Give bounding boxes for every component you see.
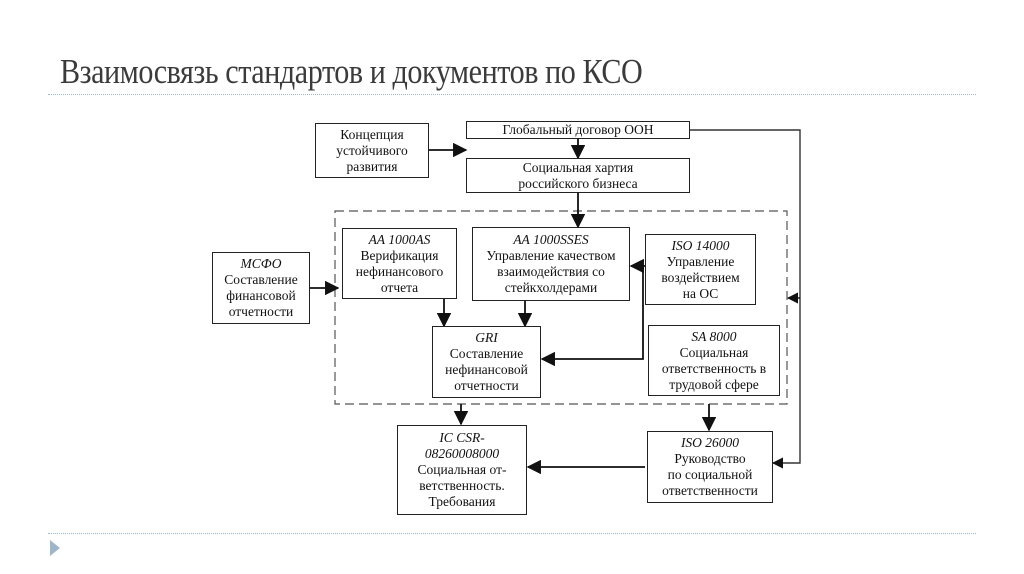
- slide-title: Взаимосвязь стандартов и документов по К…: [60, 52, 643, 91]
- node-line: Требования: [428, 494, 496, 509]
- node-line: Концепция: [340, 126, 404, 142]
- node-line: Управление: [666, 253, 735, 269]
- node-code: АА 1000SSES: [513, 232, 589, 247]
- slide-bullet-triangle-icon: [50, 540, 60, 556]
- node-line: Глобальный договор ООН: [502, 122, 654, 137]
- node-line: трудовой сфере: [669, 376, 759, 392]
- node-code: IC CSR-: [439, 430, 485, 445]
- node-un-global-compact: Глобальный договор ООН: [466, 121, 690, 139]
- node-ic-csr: IC CSR- 08260008000 Социальная от- ветст…: [397, 425, 527, 515]
- node-line: Социальная хартия: [522, 159, 634, 175]
- node-aa1000sses: АА 1000SSES Управление качеством взаимод…: [472, 227, 630, 301]
- node-line: Составление: [449, 346, 524, 361]
- node-concept: Концепция устойчивого развития: [315, 123, 429, 178]
- node-line: Руководство: [674, 451, 746, 466]
- node-line: Социальная от-: [417, 462, 507, 477]
- node-gri: GRI Составление нефинансовой отчетности: [432, 326, 541, 398]
- node-iso14000: ISO 14000 Управление воздействием на ОС: [645, 234, 756, 305]
- node-code: АА 1000AS: [368, 231, 431, 247]
- node-iso26000: ISO 26000 Руководство по социальной отве…: [647, 431, 773, 503]
- node-code: GRI: [475, 330, 498, 345]
- footer-divider: [48, 533, 976, 534]
- title-divider: [48, 94, 976, 95]
- node-line: стейкхолдерами: [504, 280, 598, 295]
- node-line: ветственность.: [419, 478, 505, 493]
- node-line: нефинансовой: [445, 362, 528, 377]
- node-line: ответственность в: [661, 360, 767, 376]
- node-line: развития: [346, 158, 398, 174]
- node-code: ISO 26000: [680, 435, 740, 450]
- node-code: МСФО: [240, 256, 282, 271]
- node-line: нефинансового: [355, 263, 444, 279]
- node-line: ответственности: [662, 483, 758, 498]
- edge-iso14000-to-gri: [540, 266, 644, 367]
- node-line: устойчивого: [336, 142, 408, 158]
- node-line: на ОС: [682, 285, 719, 301]
- node-line: Социальная: [679, 344, 749, 360]
- node-line: российского бизнеса: [518, 175, 638, 191]
- node-aa1000as: АА 1000AS Верификация нефинансового отче…: [342, 228, 457, 299]
- node-code: ISO 14000: [671, 237, 730, 253]
- node-sa8000: SA 8000 Социальная ответственность в тру…: [648, 325, 780, 396]
- node-code-cont: 08260008000: [424, 446, 500, 461]
- node-line: воздействием: [661, 269, 740, 285]
- node-line: по социальной: [667, 467, 753, 482]
- node-social-charter: Социальная хартия российского бизнеса: [466, 158, 690, 193]
- node-line: Управление качеством: [486, 248, 616, 263]
- node-msfo: МСФО Составление финансовой отчетности: [212, 252, 310, 324]
- node-line: финансовой: [226, 288, 296, 303]
- node-line: Верификация: [360, 247, 439, 263]
- node-line: отчетности: [454, 378, 519, 393]
- node-line: взаимодействия со: [497, 264, 605, 279]
- edge-un-to-iso26000: [690, 129, 801, 469]
- node-line: Составление: [224, 272, 298, 287]
- node-line: отчета: [380, 279, 419, 295]
- node-code: SA 8000: [691, 328, 737, 344]
- node-line: отчетности: [228, 304, 294, 319]
- dashed-group-frame: [334, 210, 788, 405]
